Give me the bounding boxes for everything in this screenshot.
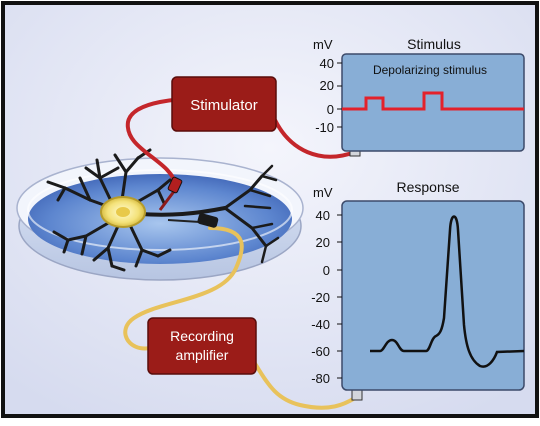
- response-trace: [370, 215, 525, 368]
- amplifier-label-line1: Recording: [170, 328, 234, 344]
- response-tick-minus40: -40: [311, 317, 330, 332]
- recording-amplifier-box: Recording amplifier: [147, 317, 257, 375]
- amplifier-label-line2: amplifier: [176, 347, 229, 363]
- response-tick-minus60: -60: [311, 344, 330, 359]
- response-title: Response: [396, 179, 459, 195]
- response-tick-minus20: -20: [311, 290, 330, 305]
- stimulator-label: Stimulator: [190, 97, 258, 114]
- stimulus-unit-label: mV: [313, 37, 333, 52]
- stimulating-electrode-tip: [167, 176, 183, 194]
- stimulus-trace: [342, 91, 524, 111]
- recording-input-wire: [123, 226, 244, 351]
- stimulus-plot-area: [341, 53, 525, 152]
- stimulus-tick-0: 0: [327, 102, 334, 117]
- stimulator-box: Stimulator: [171, 76, 277, 132]
- neuron-axon: [138, 164, 280, 264]
- stimulus-title: Stimulus: [407, 36, 461, 52]
- culture-medium: [28, 174, 292, 264]
- neuron: [46, 148, 280, 272]
- stimulus-tick-20: 20: [320, 78, 334, 93]
- stimulus-panel: mV Stimulus Depolarizing stimulus 40 20 …: [313, 36, 525, 152]
- neuron-nucleus: [116, 207, 130, 217]
- stimulus-tick-40: 40: [320, 56, 334, 71]
- response-unit-label: mV: [313, 185, 333, 200]
- stimulus-annotation: Depolarizing stimulus: [373, 63, 487, 77]
- stimulus-monitor-wire: [273, 119, 356, 159]
- response-tick-40: 40: [316, 208, 330, 223]
- response-tick-0: 0: [323, 263, 330, 278]
- response-tick-20: 20: [316, 235, 330, 250]
- response-panel: mV Response 40 20 0 -20 -40 -60 -80: [311, 179, 525, 391]
- response-tick-minus80: -80: [311, 371, 330, 386]
- response-plot-area: [341, 200, 525, 391]
- response-monitor-connector: [351, 389, 363, 401]
- recording-electrode-tip: [197, 213, 219, 228]
- stimulus-tick-minus10: -10: [315, 120, 334, 135]
